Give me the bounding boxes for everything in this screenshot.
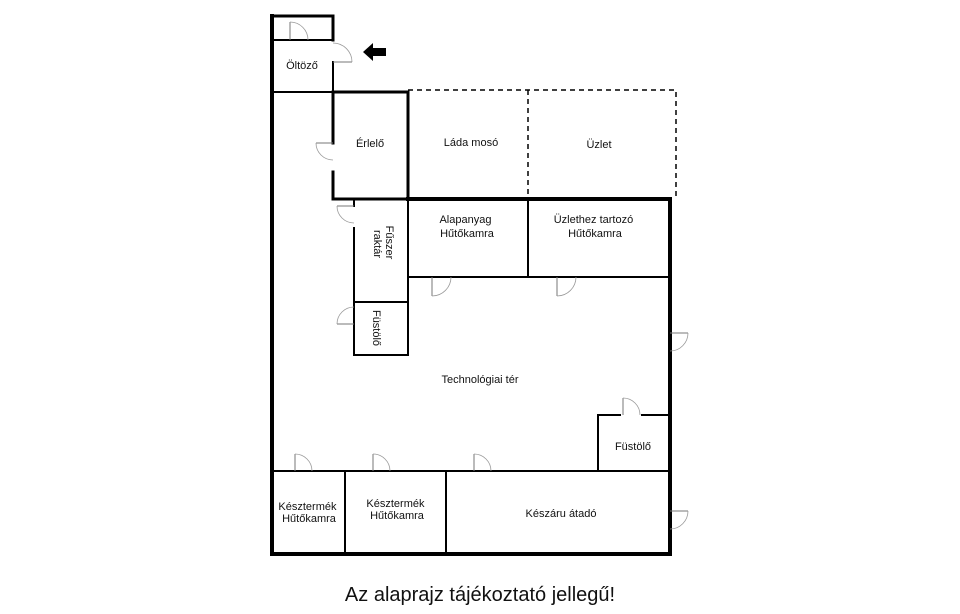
room-label-oltozo: Öltöző (286, 60, 318, 72)
room-labels: Öltöző Érlelő Láda mosó Üzlet Fűszer rak… (278, 60, 651, 525)
door-swing-icon (332, 42, 353, 63)
door-swing-icon (336, 306, 355, 325)
door-swing-icon (622, 397, 641, 416)
floor-plan: Öltöző Érlelő Láda mosó Üzlet Fűszer rak… (270, 14, 689, 556)
room-label-fustolo-left: Füstölő (370, 310, 382, 346)
room-label-uzlethez-hutokamra: Üzlethez tartozó Hűtőkamra (554, 214, 637, 240)
door-swing-icon (669, 332, 689, 352)
dashed-walls (408, 89, 677, 199)
door-swing-icon (315, 142, 334, 161)
room-label-alapanyag-hutokamra: Alapanyag Hűtőkamra (439, 214, 494, 240)
room-label-alapanyag-line1: Alapanyag (439, 214, 491, 226)
room-label-alapanyag-line2: Hűtőkamra (440, 228, 495, 240)
room-label-technologiai-ter: Technológiai tér (441, 374, 518, 386)
room-label-lada-moso: Láda mosó (444, 137, 498, 149)
room-label-keszt-hk-2: Késztermék Hűtőkamra (366, 498, 427, 522)
room-label-keszt-hk-1: Késztermék Hűtőkamra (278, 501, 339, 525)
room-label-uzlet: Üzlet (586, 139, 611, 151)
door-swing-icon (473, 453, 492, 472)
door-swing-icon (669, 510, 689, 530)
room-label-uzlethez-line1: Üzlethez tartozó (554, 214, 633, 226)
room-label-fustolo-right: Füstölő (615, 441, 651, 453)
room-label-fuszer-raktar-line1: Fűszer (383, 226, 395, 260)
room-label-keszt-hk-2-line2: Hűtőkamra (370, 510, 425, 522)
walls (270, 14, 672, 556)
room-label-keszt-hk-1-line1: Késztermék (278, 501, 337, 513)
door-swing-icon (372, 453, 391, 472)
room-label-keszt-hk-2-line1: Késztermék (366, 498, 425, 510)
door-swing-icon (289, 21, 309, 41)
doors (289, 21, 689, 530)
door-swing-icon (294, 453, 313, 472)
plan-caption: Az alaprajz tájékoztató jellegű! (344, 584, 616, 606)
room-label-fuszer-raktar: Fűszer raktár (371, 226, 395, 263)
room-label-keszt-hk-1-line2: Hűtőkamra (282, 513, 337, 525)
entrance-arrow-icon (363, 43, 386, 61)
room-label-uzlethez-line2: Hűtőkamra (568, 228, 623, 240)
room-label-fuszer-raktar-line2: raktár (371, 230, 383, 258)
door-swing-icon (431, 276, 452, 297)
room-label-keszaru-atado: Készáru átadó (526, 508, 597, 520)
door-swing-icon (336, 205, 355, 224)
room-label-erlelo: Érlelő (356, 137, 384, 150)
door-swing-icon (556, 276, 577, 297)
